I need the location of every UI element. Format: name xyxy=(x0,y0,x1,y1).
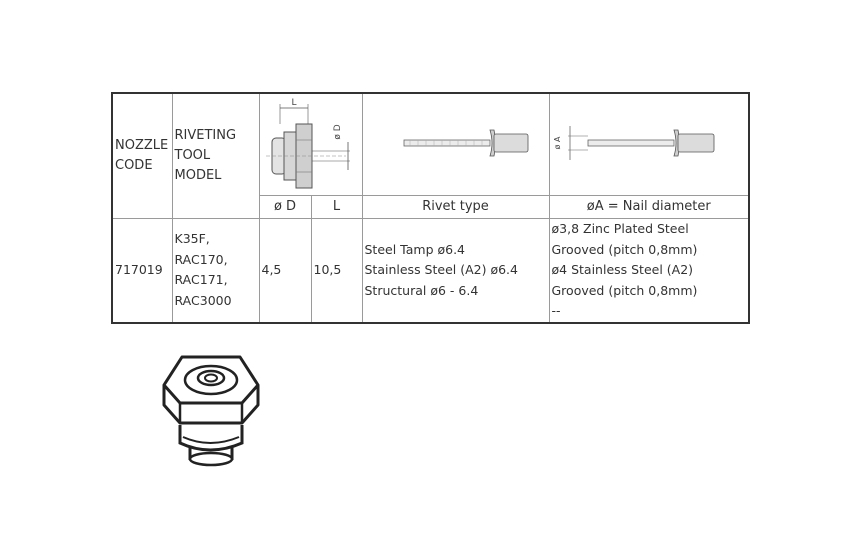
nozzle-l-label: L xyxy=(291,98,296,108)
nozzle-drawing-icon: L ø D xyxy=(265,98,350,189)
header-l: L xyxy=(310,194,363,219)
header-d: ø D xyxy=(258,194,312,219)
nozzle-dimension-drawing: L ø D xyxy=(258,92,363,196)
cell-l-value: 10,5 xyxy=(310,217,363,324)
cell-nail-diameters: ø3,8 Zinc Plated Steel Grooved (pitch 0,… xyxy=(548,217,750,324)
cell-tool-models: K35F, RAC170, RAC171, RAC3000 xyxy=(171,217,260,324)
header-nail-diameter: øA = Nail diameter xyxy=(548,194,750,219)
header-nozzle-code: NOZZLE CODE xyxy=(111,92,173,219)
cell-d-value: 4,5 xyxy=(258,217,312,324)
nail-diameter-drawing-icon: ø A xyxy=(553,126,714,161)
nozzle-illustration xyxy=(162,355,260,467)
nail-a-label: ø A xyxy=(553,136,562,149)
cell-nozzle-code: 717019 xyxy=(111,217,173,324)
rivet-drawing-cell xyxy=(361,92,550,196)
rivet-drawing-icon xyxy=(403,129,528,157)
nozzle-d-label: ø D xyxy=(333,125,343,140)
nail-diameter-drawing-cell: ø A xyxy=(548,92,750,196)
nozzle-spec-table: NOZZLE CODE RIVETING TOOL MODEL L xyxy=(111,92,750,324)
header-rivet-type: Rivet type xyxy=(361,194,550,219)
header-riveting-tool-model: RIVETING TOOL MODEL xyxy=(171,92,260,219)
cell-rivet-types: Steel Tamp ø6.4 Stainless Steel (A2) ø6.… xyxy=(361,217,550,324)
table-row: 717019 K35F, RAC170, RAC171, RAC3000 4,5… xyxy=(111,217,750,324)
